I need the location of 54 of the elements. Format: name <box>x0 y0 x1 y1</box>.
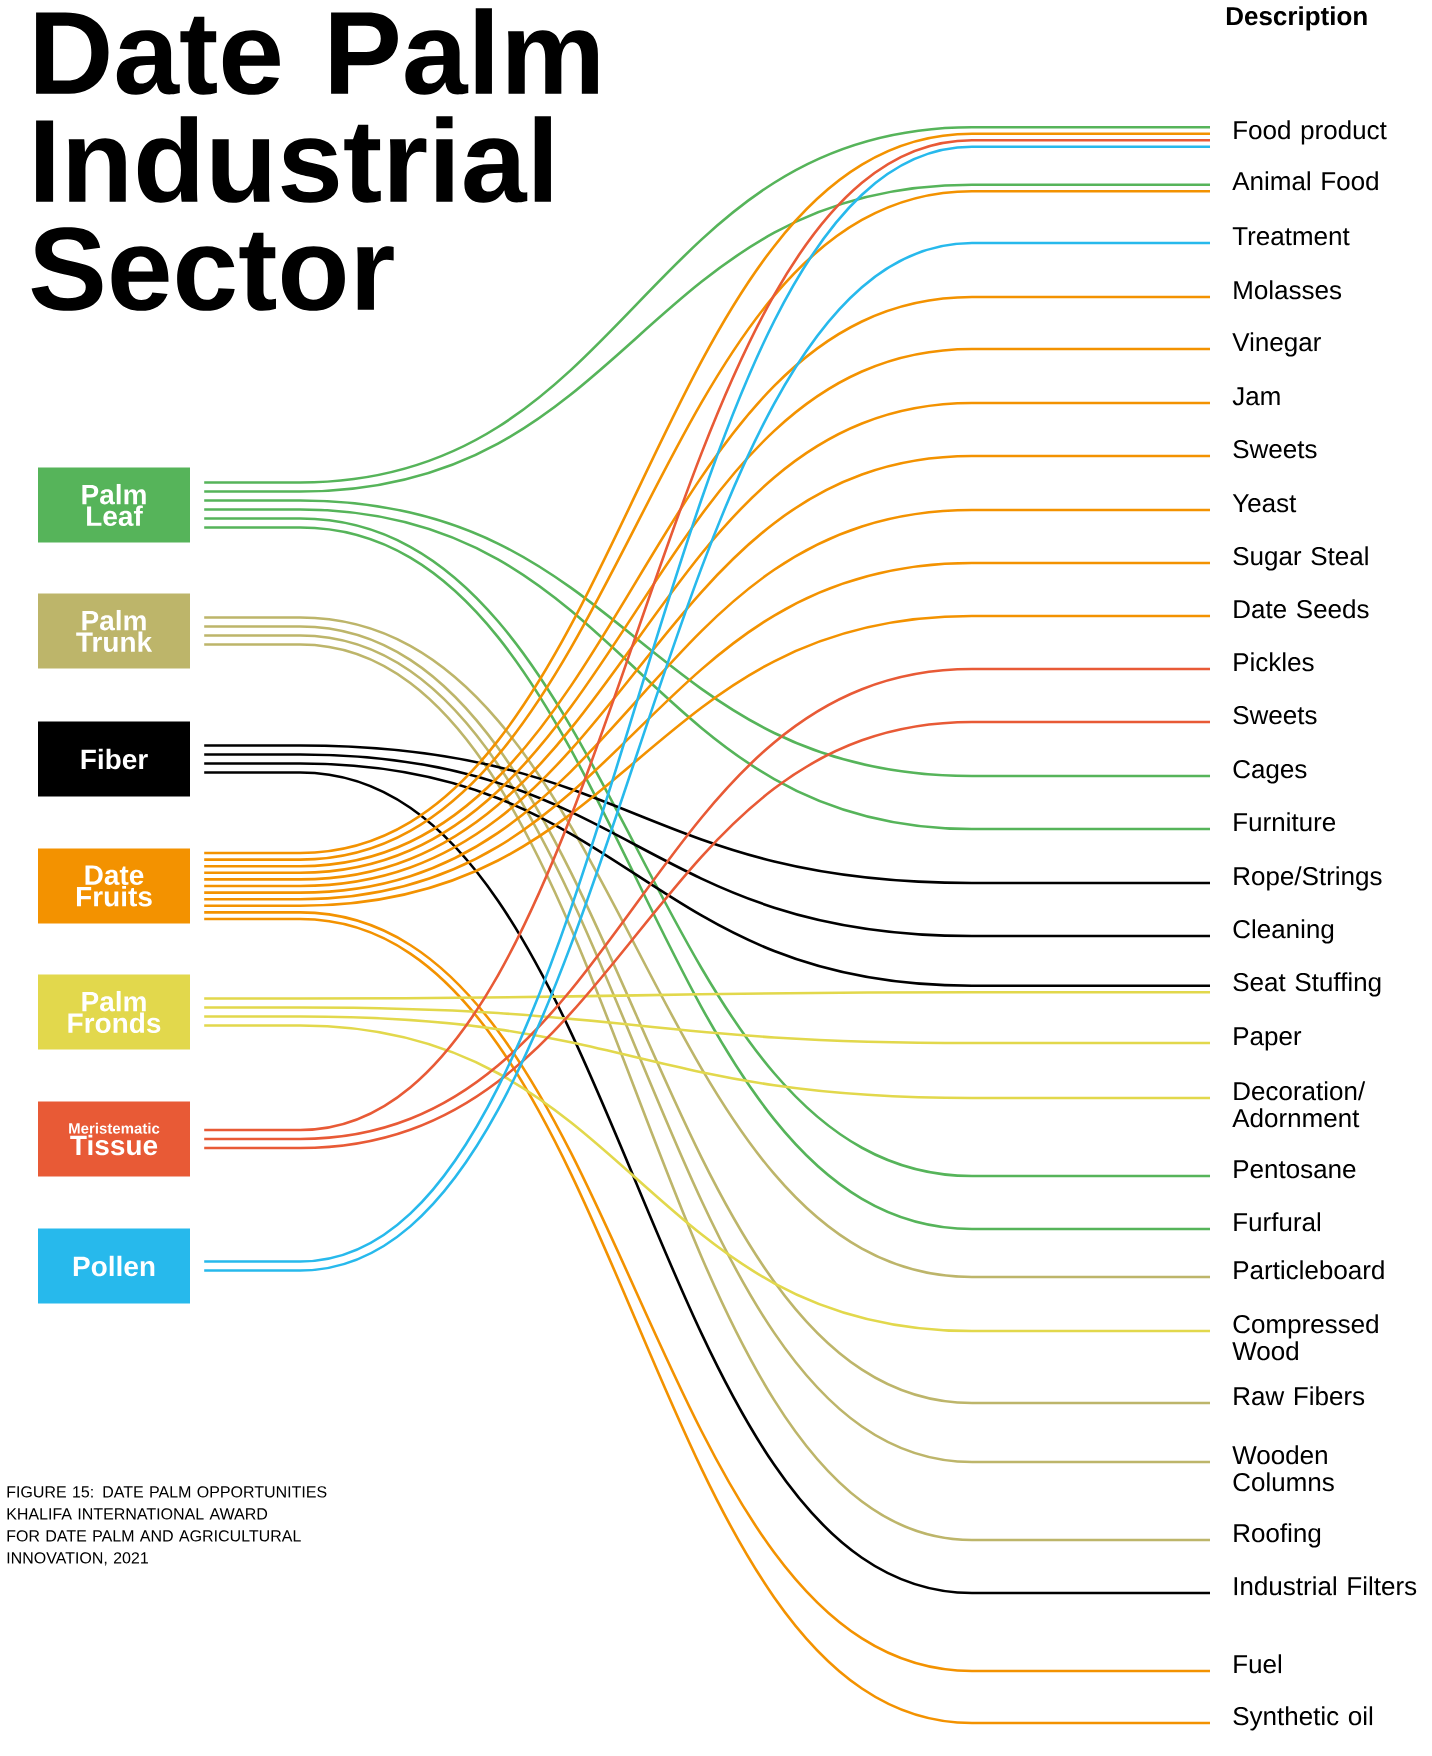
product-label: Sugar Steal <box>1233 546 1368 571</box>
product-label: Compressed Wood <box>1232 1314 1378 1361</box>
product-label: Jam <box>1232 387 1280 406</box>
product-label: Wooden Columns <box>1232 1445 1334 1492</box>
product-label: Cages <box>1233 759 1307 784</box>
product-label: Yeast <box>1232 494 1297 513</box>
product-label: Fuel <box>1234 1654 1282 1674</box>
flow-line <box>204 990 1210 1000</box>
flow-line <box>204 125 1210 484</box>
flow-line <box>204 1006 1210 1045</box>
product-label: Industrial Filters <box>1234 1576 1417 1596</box>
caption: FIGURE 15: DATE PALM OPPORTUNITIES KHALIFA INTERNATIONAL AWARD FOR DATE PALM AND AGRICULTURAL INNOVATION, 2021 <box>7 1486 327 1566</box>
product-label: Molasses <box>1234 280 1342 300</box>
product-label: Sweets <box>1233 705 1317 725</box>
column-heading: Description <box>1226 6 1367 31</box>
flow-line <box>204 499 1210 778</box>
flow-line <box>204 771 1210 1595</box>
product-label: Rope/Strings <box>1234 866 1382 891</box>
product-label: Food product <box>1234 120 1387 145</box>
product-label: Roofing <box>1234 1523 1321 1548</box>
flow-line <box>204 183 1210 493</box>
title: Date Palm Industrial Sector <box>31 8 598 311</box>
flow-line <box>204 508 1210 831</box>
flow-line <box>204 1024 1210 1333</box>
product-label: Synthetic oil <box>1233 1706 1373 1731</box>
source-box: Palm Trunk <box>38 593 190 669</box>
product-label: Furfural <box>1234 1212 1321 1232</box>
product-label: Pickles <box>1234 652 1314 672</box>
product-label: Raw Fibers <box>1234 1386 1365 1406</box>
flow-line <box>204 753 1210 938</box>
product-label: Animal Food <box>1232 171 1378 191</box>
source-box: Pollen <box>38 1228 190 1304</box>
source-box: Meristematic Tissue <box>38 1101 190 1177</box>
product-label: Date Seeds <box>1234 599 1369 619</box>
product-label: Cleaning <box>1233 919 1334 944</box>
flow-line <box>204 614 1210 908</box>
product-label: Sweets <box>1233 439 1317 459</box>
product-label: Vinegar <box>1232 332 1321 357</box>
product-label: Treatment <box>1232 227 1350 246</box>
product-label: Paper <box>1234 1027 1302 1051</box>
flow-line <box>204 762 1210 988</box>
product-label: Furniture <box>1234 812 1336 832</box>
source-box: Palm Fronds <box>38 974 190 1050</box>
source-box: Date Fruits <box>38 848 190 924</box>
source-box: Fiber <box>38 721 190 797</box>
flow-line <box>204 744 1210 885</box>
flow-line <box>204 1015 1210 1100</box>
flow-line <box>204 561 1210 901</box>
source-box: Palm Leaf <box>38 467 190 543</box>
product-label: Pentosane <box>1234 1160 1356 1179</box>
product-label: Decoration/ Adornment <box>1232 1081 1366 1128</box>
flow-line <box>204 616 1210 1279</box>
product-label: Seat Stuffing <box>1233 972 1381 997</box>
product-label: Particleboard <box>1234 1260 1384 1280</box>
